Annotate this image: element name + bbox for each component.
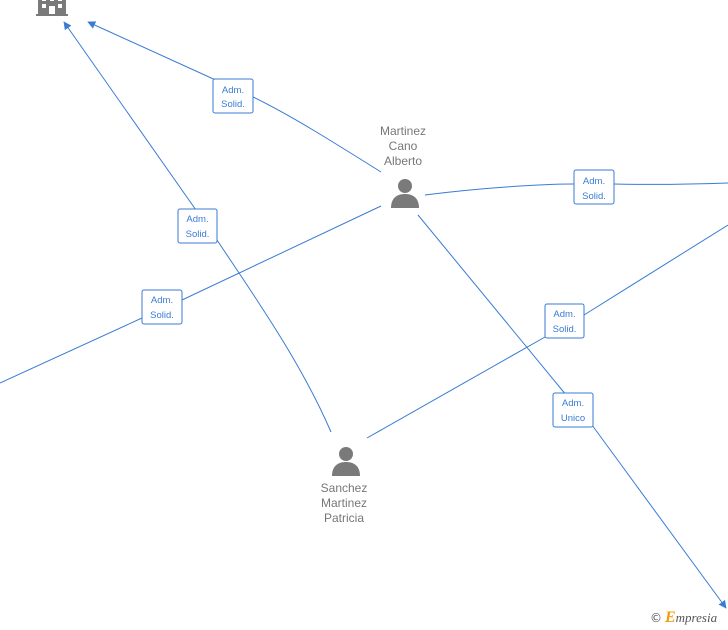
role-line2: Solid. bbox=[150, 310, 174, 321]
role-line2: Solid. bbox=[186, 229, 210, 240]
role-line2: Unico bbox=[561, 413, 585, 424]
role-line1: Adm. bbox=[186, 214, 208, 225]
edge-martinez-to-company bbox=[87, 21, 382, 173]
person-icon[interactable] bbox=[332, 447, 360, 476]
brand-text: mpresia bbox=[675, 610, 718, 625]
role-badge[interactable]: Adm. Solid. bbox=[544, 303, 585, 339]
brand-initial: E bbox=[665, 609, 676, 626]
role-badge[interactable]: Adm. Solid. bbox=[573, 169, 615, 205]
role-badge[interactable]: Adm. Solid. bbox=[141, 289, 183, 325]
role-line1: Adm. bbox=[222, 85, 244, 96]
name-line: Alberto bbox=[383, 154, 423, 168]
building-icon[interactable] bbox=[36, 0, 68, 16]
copyright-symbol: © bbox=[650, 611, 662, 625]
role-badge[interactable]: Adm. Unico bbox=[552, 392, 594, 428]
role-line1: Adm. bbox=[553, 309, 575, 320]
edge-sanchez-to-company bbox=[63, 21, 332, 433]
role-line2: Solid. bbox=[221, 99, 245, 110]
role-badge[interactable]: Adm. Solid. bbox=[177, 208, 218, 244]
person-icon[interactable] bbox=[391, 179, 419, 208]
name-line: Cano bbox=[388, 139, 418, 153]
name-line: Sanchez bbox=[320, 481, 368, 495]
person-name-sanchez[interactable]: Sanchez Martinez Patricia bbox=[289, 481, 399, 526]
name-line: Martinez bbox=[320, 496, 367, 510]
person-name-martinez[interactable]: Martinez Cano Alberto bbox=[348, 124, 458, 169]
role-line1: Adm. bbox=[151, 295, 173, 306]
role-line1: Adm. bbox=[583, 176, 605, 187]
name-line: Patricia bbox=[323, 511, 364, 525]
role-line2: Solid. bbox=[553, 324, 577, 335]
empresia-watermark: ©Empresia bbox=[650, 609, 717, 627]
role-line2: Solid. bbox=[582, 191, 606, 202]
role-badge[interactable]: Adm. Solid. bbox=[212, 78, 254, 114]
role-line1: Adm. bbox=[562, 398, 584, 409]
name-line: Martinez bbox=[379, 124, 426, 138]
